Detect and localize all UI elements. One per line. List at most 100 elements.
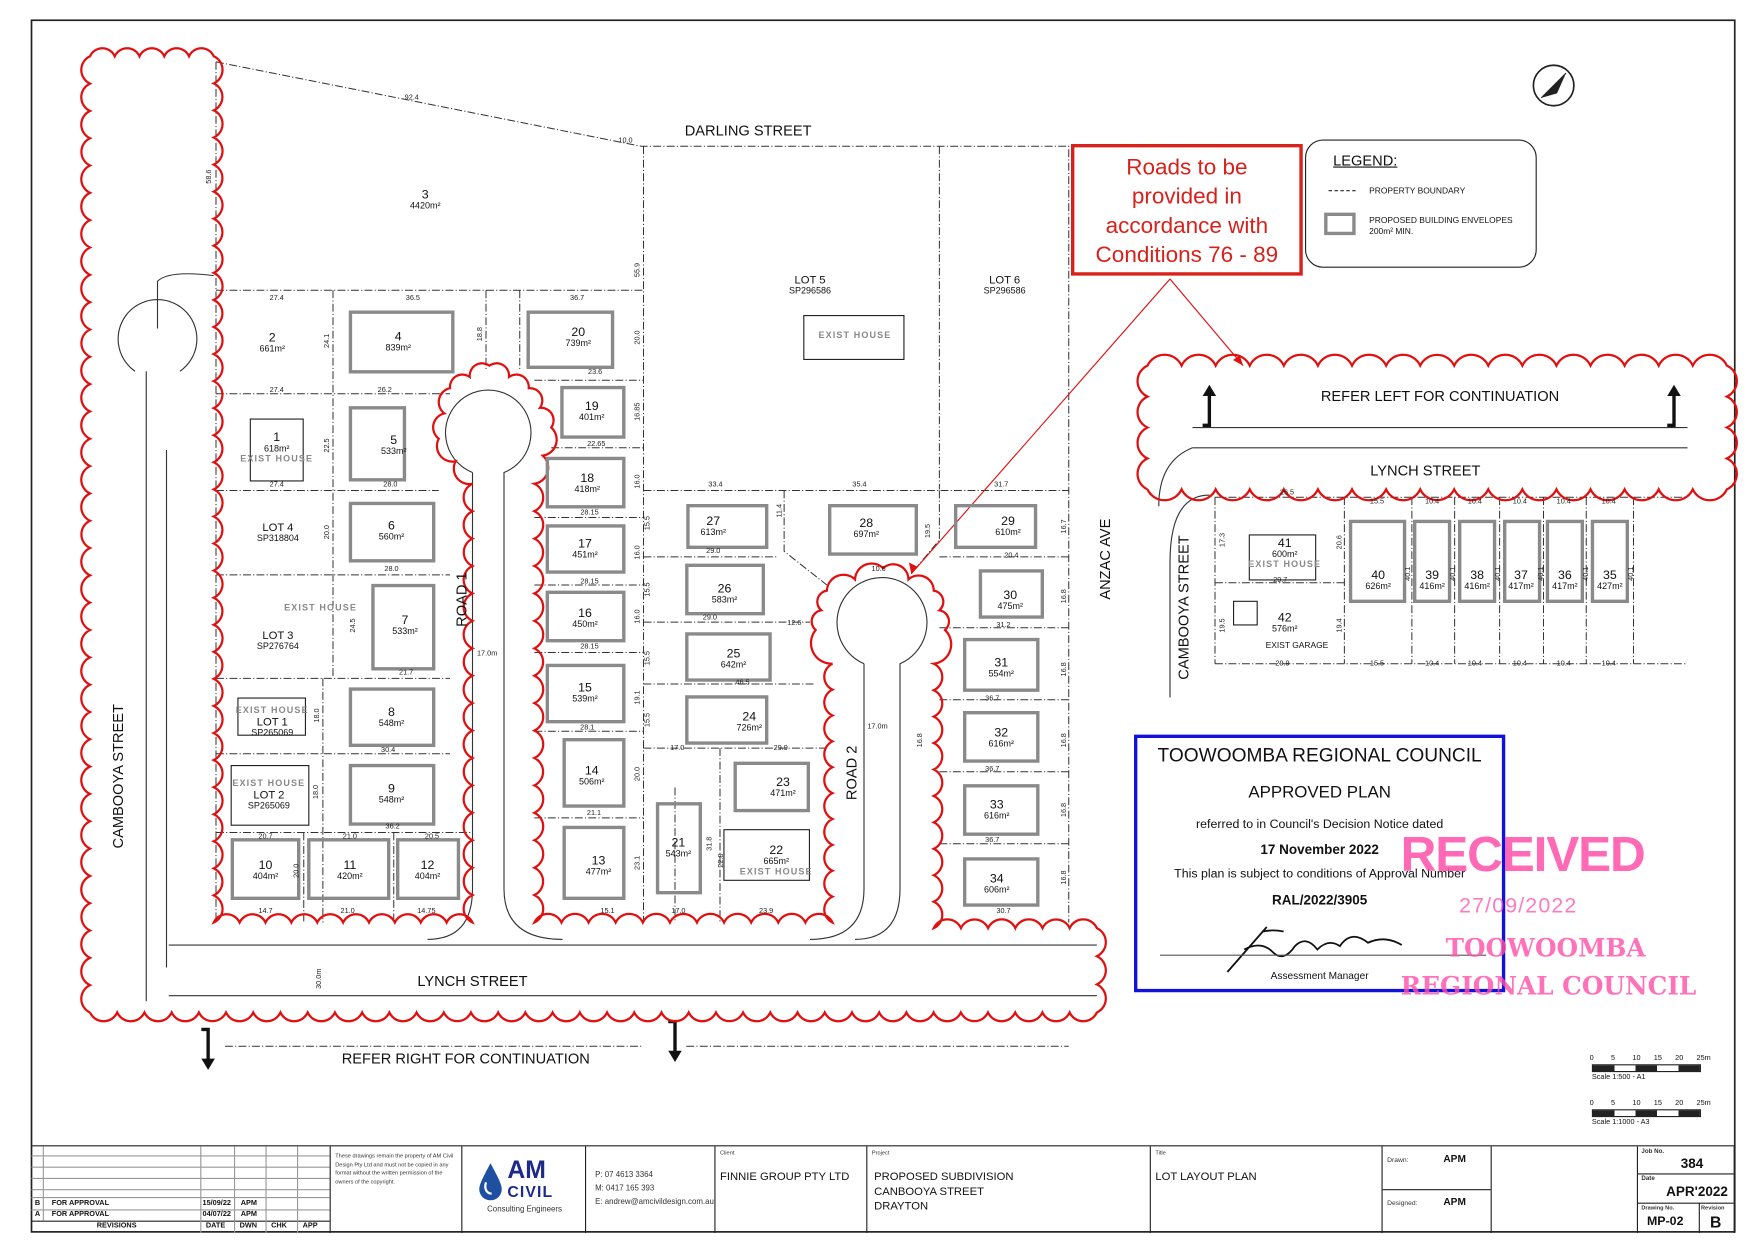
dimension-label: 29.0 [706, 547, 721, 556]
dimension-label: 16.0 [633, 609, 642, 624]
logo-am: AM [507, 1155, 546, 1184]
scale-tick-label: 15 [1653, 1099, 1662, 1107]
designed-label: Designed: [1387, 1200, 1418, 1208]
dimension-label: 26.2 [377, 386, 392, 395]
approval-heading: APPROVED PLAN [1248, 783, 1391, 803]
existing-house-outline [237, 697, 306, 736]
scale-tick-label: 0 [1589, 1099, 1594, 1107]
building-envelope [685, 695, 769, 745]
rev-a-desc: FOR APPROVAL [51, 1210, 110, 1219]
dimension-label: 31.8 [705, 836, 714, 851]
rev-header-chk: CHK [271, 1221, 287, 1230]
building-envelope [545, 456, 626, 509]
dimension-label: 17.0m [476, 649, 498, 658]
revision-cloud [80, 47, 1107, 1023]
rev-b-desc: FOR APPROVAL [51, 1199, 110, 1208]
lot-area: 548m² [378, 718, 405, 729]
building-envelope [963, 857, 1040, 907]
lot-area: 642m² [720, 659, 747, 671]
lot-number: 16 [578, 606, 592, 621]
job-cell: Job No. 384 Date APR'2022 Drawing No. MP… [1636, 1146, 1735, 1233]
lot-number: 4 [394, 330, 402, 344]
lot-area: 560m² [378, 531, 405, 542]
dimension-label: 16.0 [633, 545, 642, 560]
dimension-label: 23.6 [588, 368, 603, 377]
dimension-label: 14.75 [417, 907, 436, 916]
building-envelope [828, 504, 918, 556]
lot-area: 839m² [385, 342, 412, 353]
drawing-number: MP-02 [1647, 1215, 1684, 1229]
client-name: FINNIE GROUP PTY LTD [720, 1171, 850, 1184]
blank-cell [1490, 1146, 1637, 1233]
lot-area: 418m² [574, 484, 601, 495]
dimension-label: 29.0 [702, 613, 717, 622]
lot-area: 616m² [988, 738, 1015, 749]
envelope-swatch [1324, 212, 1356, 236]
dimension-label: 10.4 [1601, 659, 1616, 668]
building-envelope [963, 711, 1040, 763]
exist-house-label: EXIST HOUSE [240, 453, 314, 464]
drawn-label: Drawn: [1387, 1157, 1409, 1165]
dimension-label: 20.0 [323, 525, 332, 540]
building-envelope [1590, 519, 1629, 603]
lot-plan: SP265069 [247, 800, 290, 811]
dimension-label: 10.4 [1512, 497, 1527, 506]
sheet-border [30, 19, 1736, 1233]
lot-plan: SP296586 [788, 285, 832, 296]
lot-area: 471m² [770, 788, 796, 799]
job-label: Job No. [1641, 1148, 1665, 1156]
lot-area: 554m² [988, 668, 1015, 680]
copyright-cell: These drawings remain the property of AM… [329, 1146, 462, 1233]
lot-number: 8 [388, 705, 395, 720]
dimension-label: 22.8 [717, 853, 726, 868]
